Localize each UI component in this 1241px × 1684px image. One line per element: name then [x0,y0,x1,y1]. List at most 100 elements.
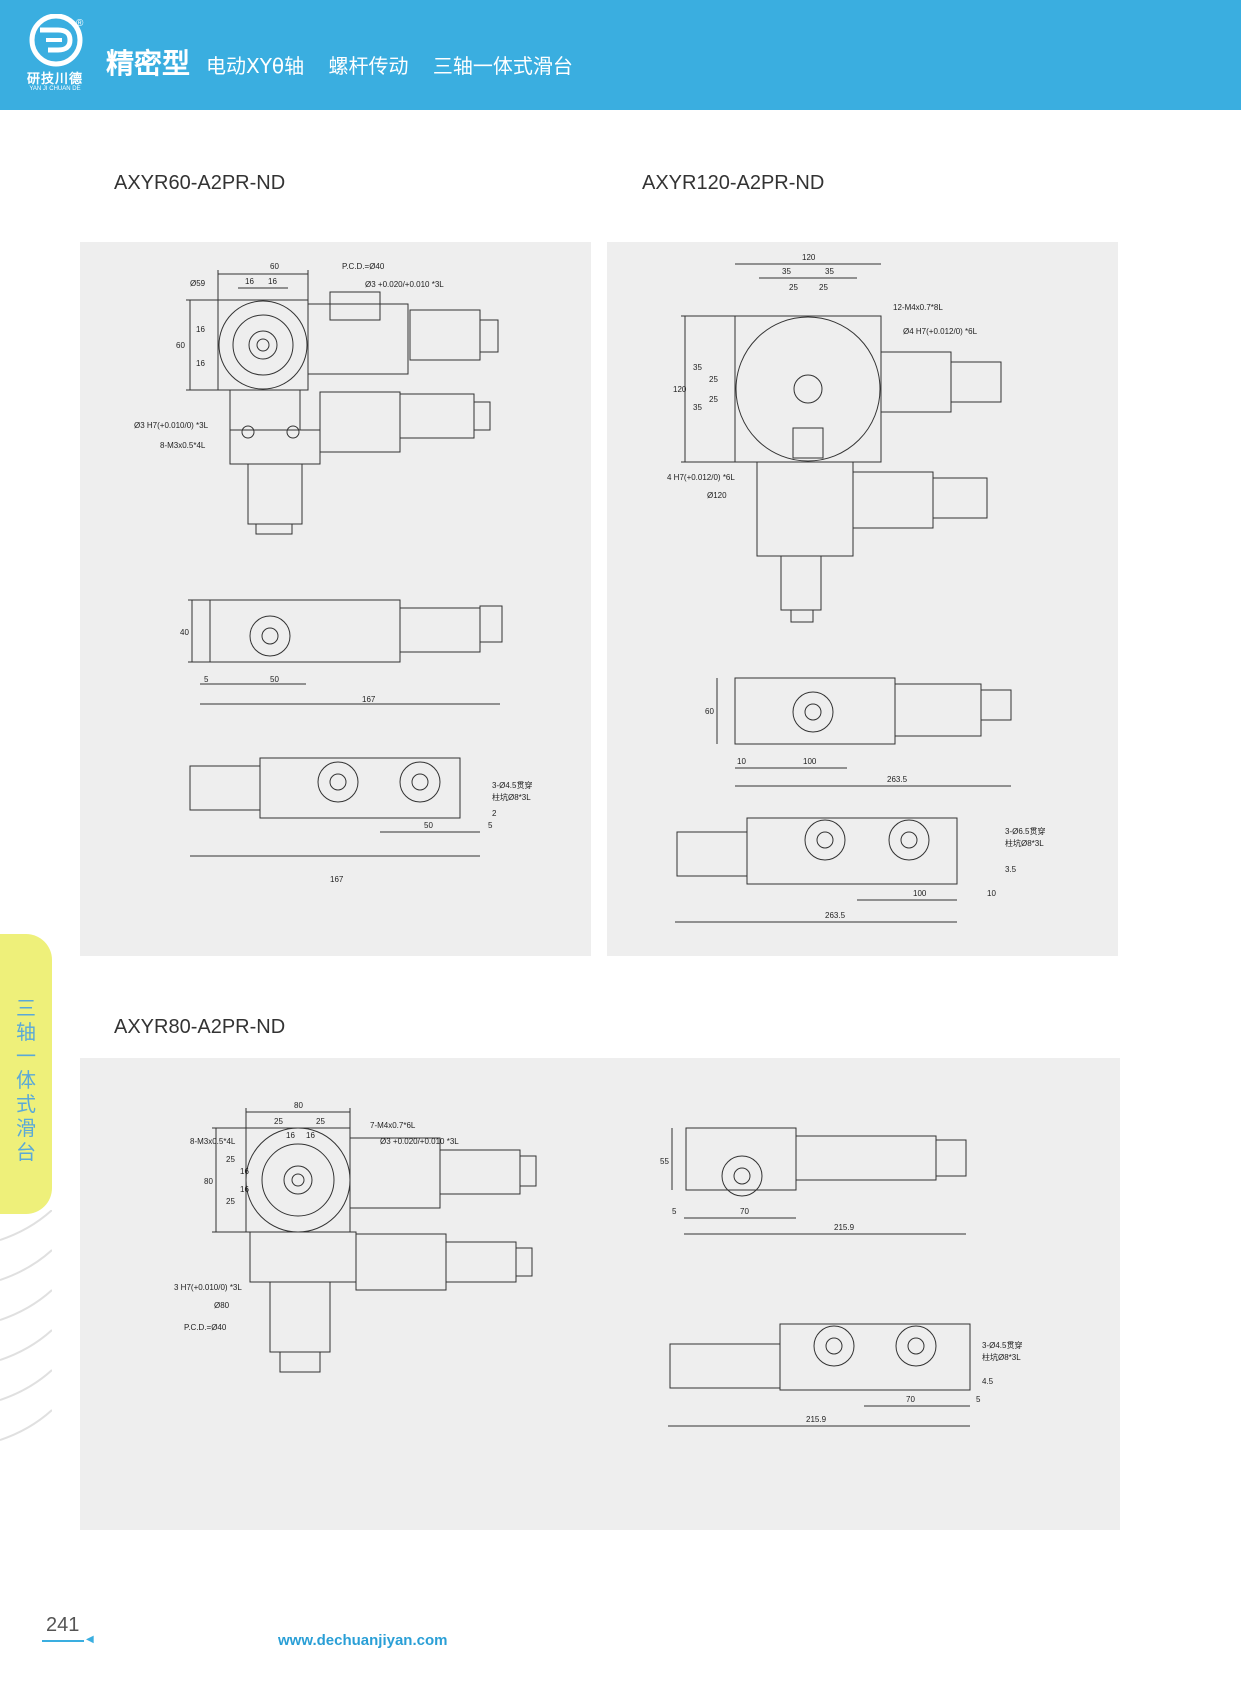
website-url[interactable]: www.dechuanjiyan.com [278,1632,448,1649]
dim-80-label: 16 [240,1185,249,1194]
dim-80-label: 25 [316,1117,325,1126]
dim-80-label: Ø80 [214,1301,230,1310]
dim-80-label: 215.9 [806,1415,827,1424]
dim-80-label: 3 H7(+0.010/0) *3L [174,1283,242,1292]
dim-60-label: 柱坑Ø8*3L [492,792,531,802]
dim-60-label: 16 [268,277,277,286]
dim-80-label: 25 [226,1155,235,1164]
dim-120-label: 4 H7(+0.012/0) *6L [667,473,735,482]
dim-60-label: 40 [180,628,189,637]
model-title-60: AXYR60-A2PR-ND [114,172,286,194]
dim-120-label: 35 [782,267,791,276]
dim-60-label: P.C.D.=Ø40 [342,262,385,271]
dim-60-label: 60 [176,341,185,350]
dim-120-label: 120 [673,385,687,394]
drawing-panel-60: 60 16 16 P.C.D.=Ø40 Ø59 Ø3 +0.020/+0.010… [80,242,591,956]
dim-80-label: 70 [740,1207,749,1216]
dim-60-label: 50 [424,821,433,830]
dim-120-label: 柱坑Ø8*3L [1005,838,1044,848]
technical-drawing-60: 60 16 16 P.C.D.=Ø40 Ø59 Ø3 +0.020/+0.010… [134,262,532,884]
dim-120-label: 12-M4x0.7*8L [893,303,943,312]
page-number: 241 [46,1614,80,1636]
section-tab [0,934,52,1214]
dim-120-label: Ø4 H7(+0.012/0) *6L [903,327,978,336]
dim-80-label: Ø3 +0.020/+0.010 *3L [380,1137,459,1146]
section-tab-char: 滑 [16,1116,36,1140]
dim-120-label: 100 [803,757,817,766]
dim-80-label: 55 [660,1157,669,1166]
section-tab-label: 三 轴 一 体 式 滑 台 [14,996,38,1164]
logo-chinese-text: 研技川德 [26,71,83,86]
technical-drawing-120: 120 35 35 25 25 12-M4x0.7*8L Ø4 H7(+0.01… [667,253,1045,923]
header-subtitle-part: 三轴一体式滑台 [432,54,573,78]
model-title-120: AXYR120-A2PR-ND [642,172,825,194]
section-tab-char: 台 [16,1140,36,1164]
drawing-panel-120: 120 35 35 25 25 12-M4x0.7*8L Ø4 H7(+0.01… [607,242,1118,956]
dim-120-label: 25 [789,283,798,292]
dim-120-label: 263.5 [825,911,846,920]
dim-80-label: 16 [240,1167,249,1176]
dim-60-label: 16 [196,359,205,368]
header-bar: ® 研技川德 YAN JI CHUAN DE 精密型 电动XYθ轴 螺杆传动 三… [0,0,1241,110]
dim-120-label: 25 [709,395,718,404]
dim-60-label: 50 [270,675,279,684]
section-tab-char: 一 [16,1044,36,1068]
dim-80-label: 4.5 [982,1377,994,1386]
dim-120-label: 60 [705,707,714,716]
dim-80-label: 5 [976,1395,981,1404]
dim-120-label: 3.5 [1005,865,1017,874]
dim-120-label: 10 [987,889,996,898]
decorative-lines-icon [0,1210,52,1441]
dim-80-label: 16 [306,1131,315,1140]
dim-120-label: 35 [825,267,834,276]
section-tab-char: 轴 [16,1020,36,1044]
dim-60-label: 16 [245,277,254,286]
dim-60-label: 167 [330,875,344,884]
dim-120-label: 35 [693,363,702,372]
dim-60-label: Ø3 +0.020/+0.010 *3L [365,280,444,289]
company-logo-icon [29,14,83,67]
dim-120-label: 25 [709,375,718,384]
section-tab-char: 三 [16,996,36,1020]
dim-80-label: 3-Ø4.5贯穿 [982,1340,1022,1350]
dim-80-label: 25 [226,1197,235,1206]
drawing-panel-80: 80 25 25 16 16 7-M4x0.7*6L 8-M3x0.5*4L Ø… [80,1058,1120,1530]
dim-120-label: 100 [913,889,927,898]
dim-80-label: P.C.D.=Ø40 [184,1323,227,1332]
dim-80-label: 7-M4x0.7*6L [370,1121,416,1130]
dim-120-label: 263.5 [887,775,908,784]
page-number-underline [42,1640,84,1642]
technical-drawing-80: 80 25 25 16 16 7-M4x0.7*6L 8-M3x0.5*4L Ø… [174,1101,1022,1427]
header-subtitle-part: 电动XYθ轴 [206,54,305,78]
arrow-left-icon: ◀ [86,1634,94,1645]
dim-120-label: Ø120 [707,491,727,500]
section-tab-char: 式 [16,1092,36,1116]
dim-60-label: 8-M3x0.5*4L [160,441,206,450]
dim-80-label: 80 [204,1177,213,1186]
dim-60-label: Ø3 H7(+0.010/0) *3L [134,421,209,430]
dim-120-label: 3-Ø6.5贯穿 [1005,826,1045,836]
header-subtitle: 电动XYθ轴 螺杆传动 三轴一体式滑台 [206,50,591,79]
dim-60-label: 60 [270,262,279,271]
dim-60-label: Ø59 [190,279,206,288]
dim-60-label: 16 [196,325,205,334]
logo-english-text: YAN JI CHUAN DE [29,86,81,92]
dim-80-label: 8-M3x0.5*4L [190,1137,236,1146]
dim-120-label: 35 [693,403,702,412]
dim-120-label: 120 [802,253,816,262]
dim-60-label: 5 [488,821,493,830]
dim-80-label: 80 [294,1101,303,1110]
dim-80-label: 25 [274,1117,283,1126]
dim-80-label: 70 [906,1395,915,1404]
dim-120-label: 10 [737,757,746,766]
dim-80-label: 柱坑Ø8*3L [982,1352,1021,1362]
dim-80-label: 16 [286,1131,295,1140]
dim-60-label: 5 [204,675,209,684]
dim-80-label: 215.9 [834,1223,855,1232]
header-subtitle-part: 螺杆传动 [328,54,409,78]
dim-60-label: 3-Ø4.5贯穿 [492,780,532,790]
dim-60-label: 2 [492,809,497,818]
dim-60-label: 167 [362,695,376,704]
dim-120-label: 25 [819,283,828,292]
model-title-80: AXYR80-A2PR-ND [114,1016,286,1038]
